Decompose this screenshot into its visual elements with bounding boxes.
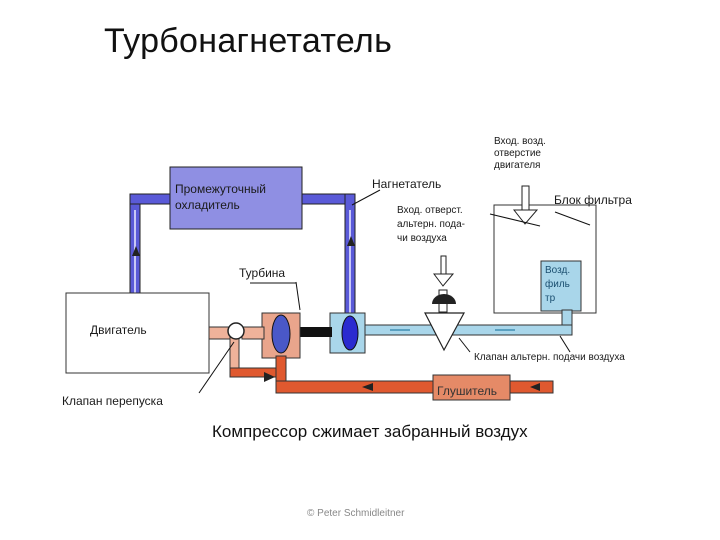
- leader-lines: [198, 189, 591, 394]
- alt-air-inlet-icon: [424, 255, 466, 352]
- muffler: [432, 374, 511, 401]
- air-inlet-label-line2: отверстие: [494, 148, 541, 159]
- flow-arrow-icon: [362, 383, 373, 391]
- flow-arrow-icon: [132, 246, 140, 256]
- alt-inlet-label-line3: чи воздуха: [397, 233, 447, 244]
- air-filter: [540, 260, 582, 312]
- page-title: Турбонагнетатель: [104, 22, 393, 60]
- turbine-wheel: [271, 314, 291, 354]
- flow-arrow-icon: [347, 236, 355, 246]
- copyright-note: © Peter Schmidleitner: [307, 508, 405, 519]
- compressor-wheel: [341, 315, 359, 351]
- compressor-label: Нагнетатель: [372, 177, 442, 191]
- bypass-valve-icon: [227, 322, 245, 340]
- air-inlet-arrow-icon: [512, 185, 539, 225]
- alt-valve-label: Клапан альтерн. подачи воздуха: [474, 352, 625, 363]
- engine-box: [65, 292, 210, 374]
- turbine-label: Турбина: [239, 266, 286, 280]
- air-filter-label-line1: Возд.: [545, 265, 571, 276]
- intercooler: [169, 166, 303, 230]
- muffler-label: Глушитель: [437, 384, 498, 398]
- diagram-caption: Компрессор сжимает забранный воздух: [212, 422, 528, 441]
- engine-label: Двигатель: [90, 323, 147, 337]
- air-inlet-label-line1: Вход. возд.: [494, 136, 546, 147]
- air-filter-label-line2: филь: [545, 279, 570, 290]
- intercooler-label-line2: охладитель: [175, 198, 240, 212]
- filter-block-label: Блок фильтра: [554, 193, 632, 207]
- exhaust-pipes: [208, 326, 554, 394]
- bypass-valve-label: Клапан перепуска: [62, 394, 163, 408]
- air-inlet-label-line3: двигателя: [494, 160, 541, 171]
- alt-inlet-label-line2: альтерн. пода-: [397, 219, 465, 230]
- alt-inlet-label-line1: Вход. отверст.: [397, 205, 463, 216]
- flow-arrow-icon: [264, 372, 275, 382]
- flow-arrow-icon: [530, 383, 540, 391]
- intercooler-label-line1: Промежуточный: [175, 182, 266, 196]
- air-filter-label-line3: тр: [545, 293, 556, 304]
- turbo-shaft: [298, 327, 332, 337]
